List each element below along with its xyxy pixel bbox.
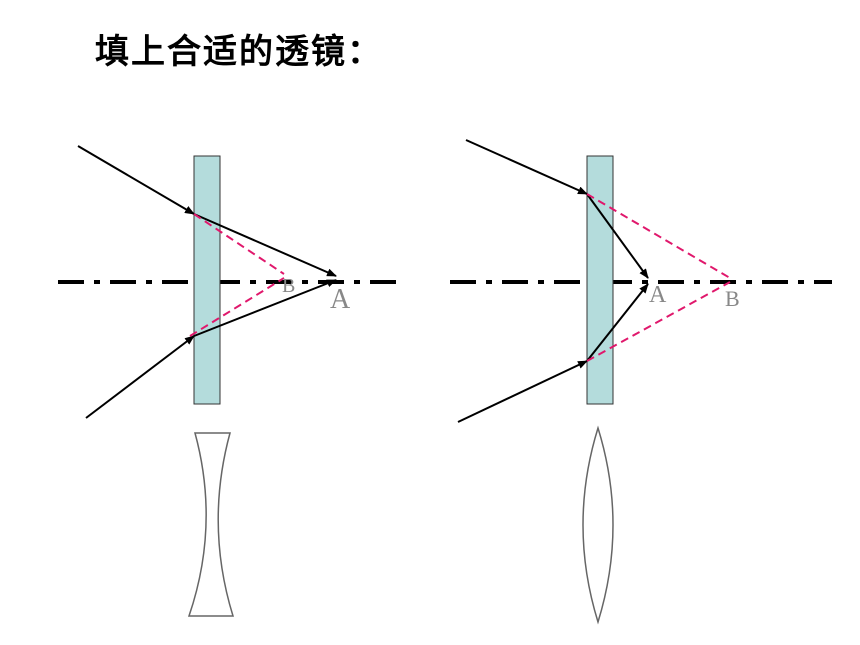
left-label-b: B bbox=[282, 275, 295, 297]
right-extension-top bbox=[586, 193, 731, 279]
left-concave-lens-shape bbox=[187, 432, 235, 617]
left-refracted-ray-bottom bbox=[193, 279, 337, 337]
right-figure: A B bbox=[450, 139, 832, 625]
left-incident-ray-top bbox=[77, 145, 195, 215]
left-extension-top bbox=[193, 213, 285, 275]
right-label-a: A bbox=[649, 282, 667, 308]
left-extension-bottom bbox=[189, 277, 285, 337]
left-label-a: A bbox=[330, 284, 351, 315]
right-incident-ray-bottom bbox=[457, 360, 588, 423]
right-lens-box[interactable] bbox=[586, 155, 614, 405]
right-incident-ray-top bbox=[465, 139, 588, 195]
page-title: 填上合适的透镜： bbox=[95, 32, 383, 72]
left-refracted-ray-top bbox=[193, 213, 337, 277]
left-figure: B A bbox=[58, 145, 398, 617]
right-extension-bottom bbox=[586, 281, 731, 362]
right-refracted-ray-bottom bbox=[586, 283, 649, 362]
right-convex-lens-shape bbox=[582, 425, 614, 625]
left-incident-ray-bottom bbox=[85, 335, 195, 419]
left-lens-box[interactable] bbox=[193, 155, 221, 405]
right-refracted-ray-top bbox=[586, 193, 649, 279]
right-label-b: B bbox=[725, 286, 740, 311]
